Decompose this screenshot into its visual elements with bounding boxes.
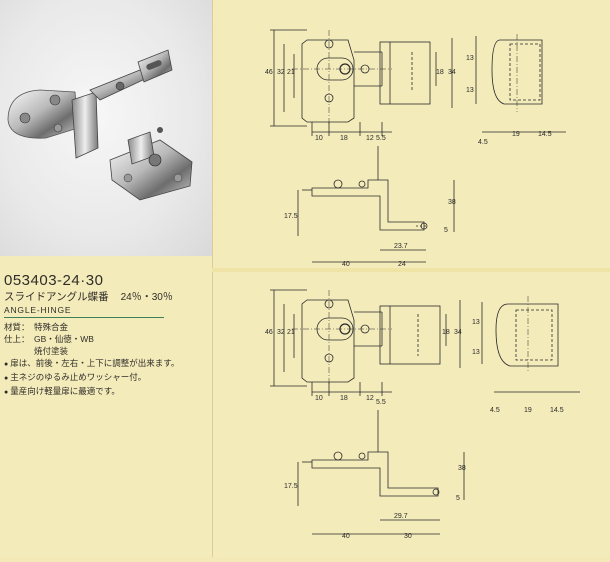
product-photo [0,0,212,256]
svg-text:10: 10 [315,135,323,142]
svg-text:40: 40 [342,261,350,268]
svg-text:12: 12 [366,135,374,142]
svg-text:18: 18 [340,395,348,402]
svg-text:32: 32 [277,69,285,76]
svg-text:10: 10 [315,395,323,402]
svg-text:34: 34 [448,69,456,76]
svg-text:19: 19 [512,131,520,138]
product-sizes: 24％・30％ [120,292,173,303]
svg-text:29.7: 29.7 [394,513,408,520]
svg-text:4.5: 4.5 [478,139,488,146]
svg-text:13: 13 [472,319,480,326]
technical-drawings: 46 32 21 10 18 12 18 34 [212,0,610,557]
dimension-drawing-svg: 46 32 21 10 18 12 18 34 [265,29,580,540]
svg-text:30: 30 [404,533,412,540]
svg-text:14.5: 14.5 [550,407,564,414]
svg-text:21: 21 [287,329,295,336]
svg-text:18: 18 [442,329,450,336]
svg-text:23.7: 23.7 [394,243,408,250]
svg-text:34: 34 [454,329,462,336]
svg-text:21: 21 [287,69,295,76]
spec-finish: 仕上：GB・仙徳・WB [4,334,94,344]
svg-text:32: 32 [277,329,285,336]
svg-text:17.5: 17.5 [284,483,298,490]
svg-text:12: 12 [366,395,374,402]
spec-block: 053403-24·30 スライドアングル蝶番 24％・30％ ANGLE-HIN… [4,272,209,399]
svg-text:18: 18 [436,69,444,76]
svg-text:14.5: 14.5 [538,131,552,138]
drawing-set-24: 46 32 21 10 18 12 18 34 [265,29,566,268]
product-name: スライドアングル蝶番 24％・30％ [4,291,209,304]
spec-coating: 焼付塗装 [34,346,69,356]
svg-text:5.5: 5.5 [376,399,386,406]
svg-text:38: 38 [448,199,456,206]
svg-text:5: 5 [444,227,448,234]
svg-text:5: 5 [456,495,460,502]
hinge-photo-illustration [7,49,193,201]
product-name-en: ANGLE-HINGE [4,305,72,315]
product-name-jp: スライドアングル蝶番 [4,291,109,303]
svg-text:46: 46 [265,329,273,336]
svg-text:13: 13 [472,349,480,356]
svg-text:19: 19 [524,407,532,414]
drawing-set-30: 46 32 21 10 18 12 18 34 13 [265,289,580,540]
note-item: ●扉は、前後・左右・上下に調整が出来ます。 [4,358,180,368]
column-divider [212,0,213,557]
svg-text:18: 18 [340,135,348,142]
svg-text:17.5: 17.5 [284,213,298,220]
svg-text:5.5: 5.5 [376,135,386,142]
section-divider [212,268,610,272]
product-code: 053403-24·30 [4,272,104,289]
title-rule [4,317,164,318]
svg-text:13: 13 [466,87,474,94]
svg-text:4.5: 4.5 [490,407,500,414]
note-item: ●主ネジのゆるみ止めワッシャー付。 [4,372,147,382]
svg-text:46: 46 [265,69,273,76]
spec-material: 材質：特殊合金 [4,322,69,332]
svg-text:38: 38 [458,465,466,472]
svg-text:24: 24 [398,261,406,268]
svg-text:13: 13 [466,55,474,62]
note-item: ●量産向け軽量扉に最適です。 [4,386,120,396]
svg-text:40: 40 [342,533,350,540]
